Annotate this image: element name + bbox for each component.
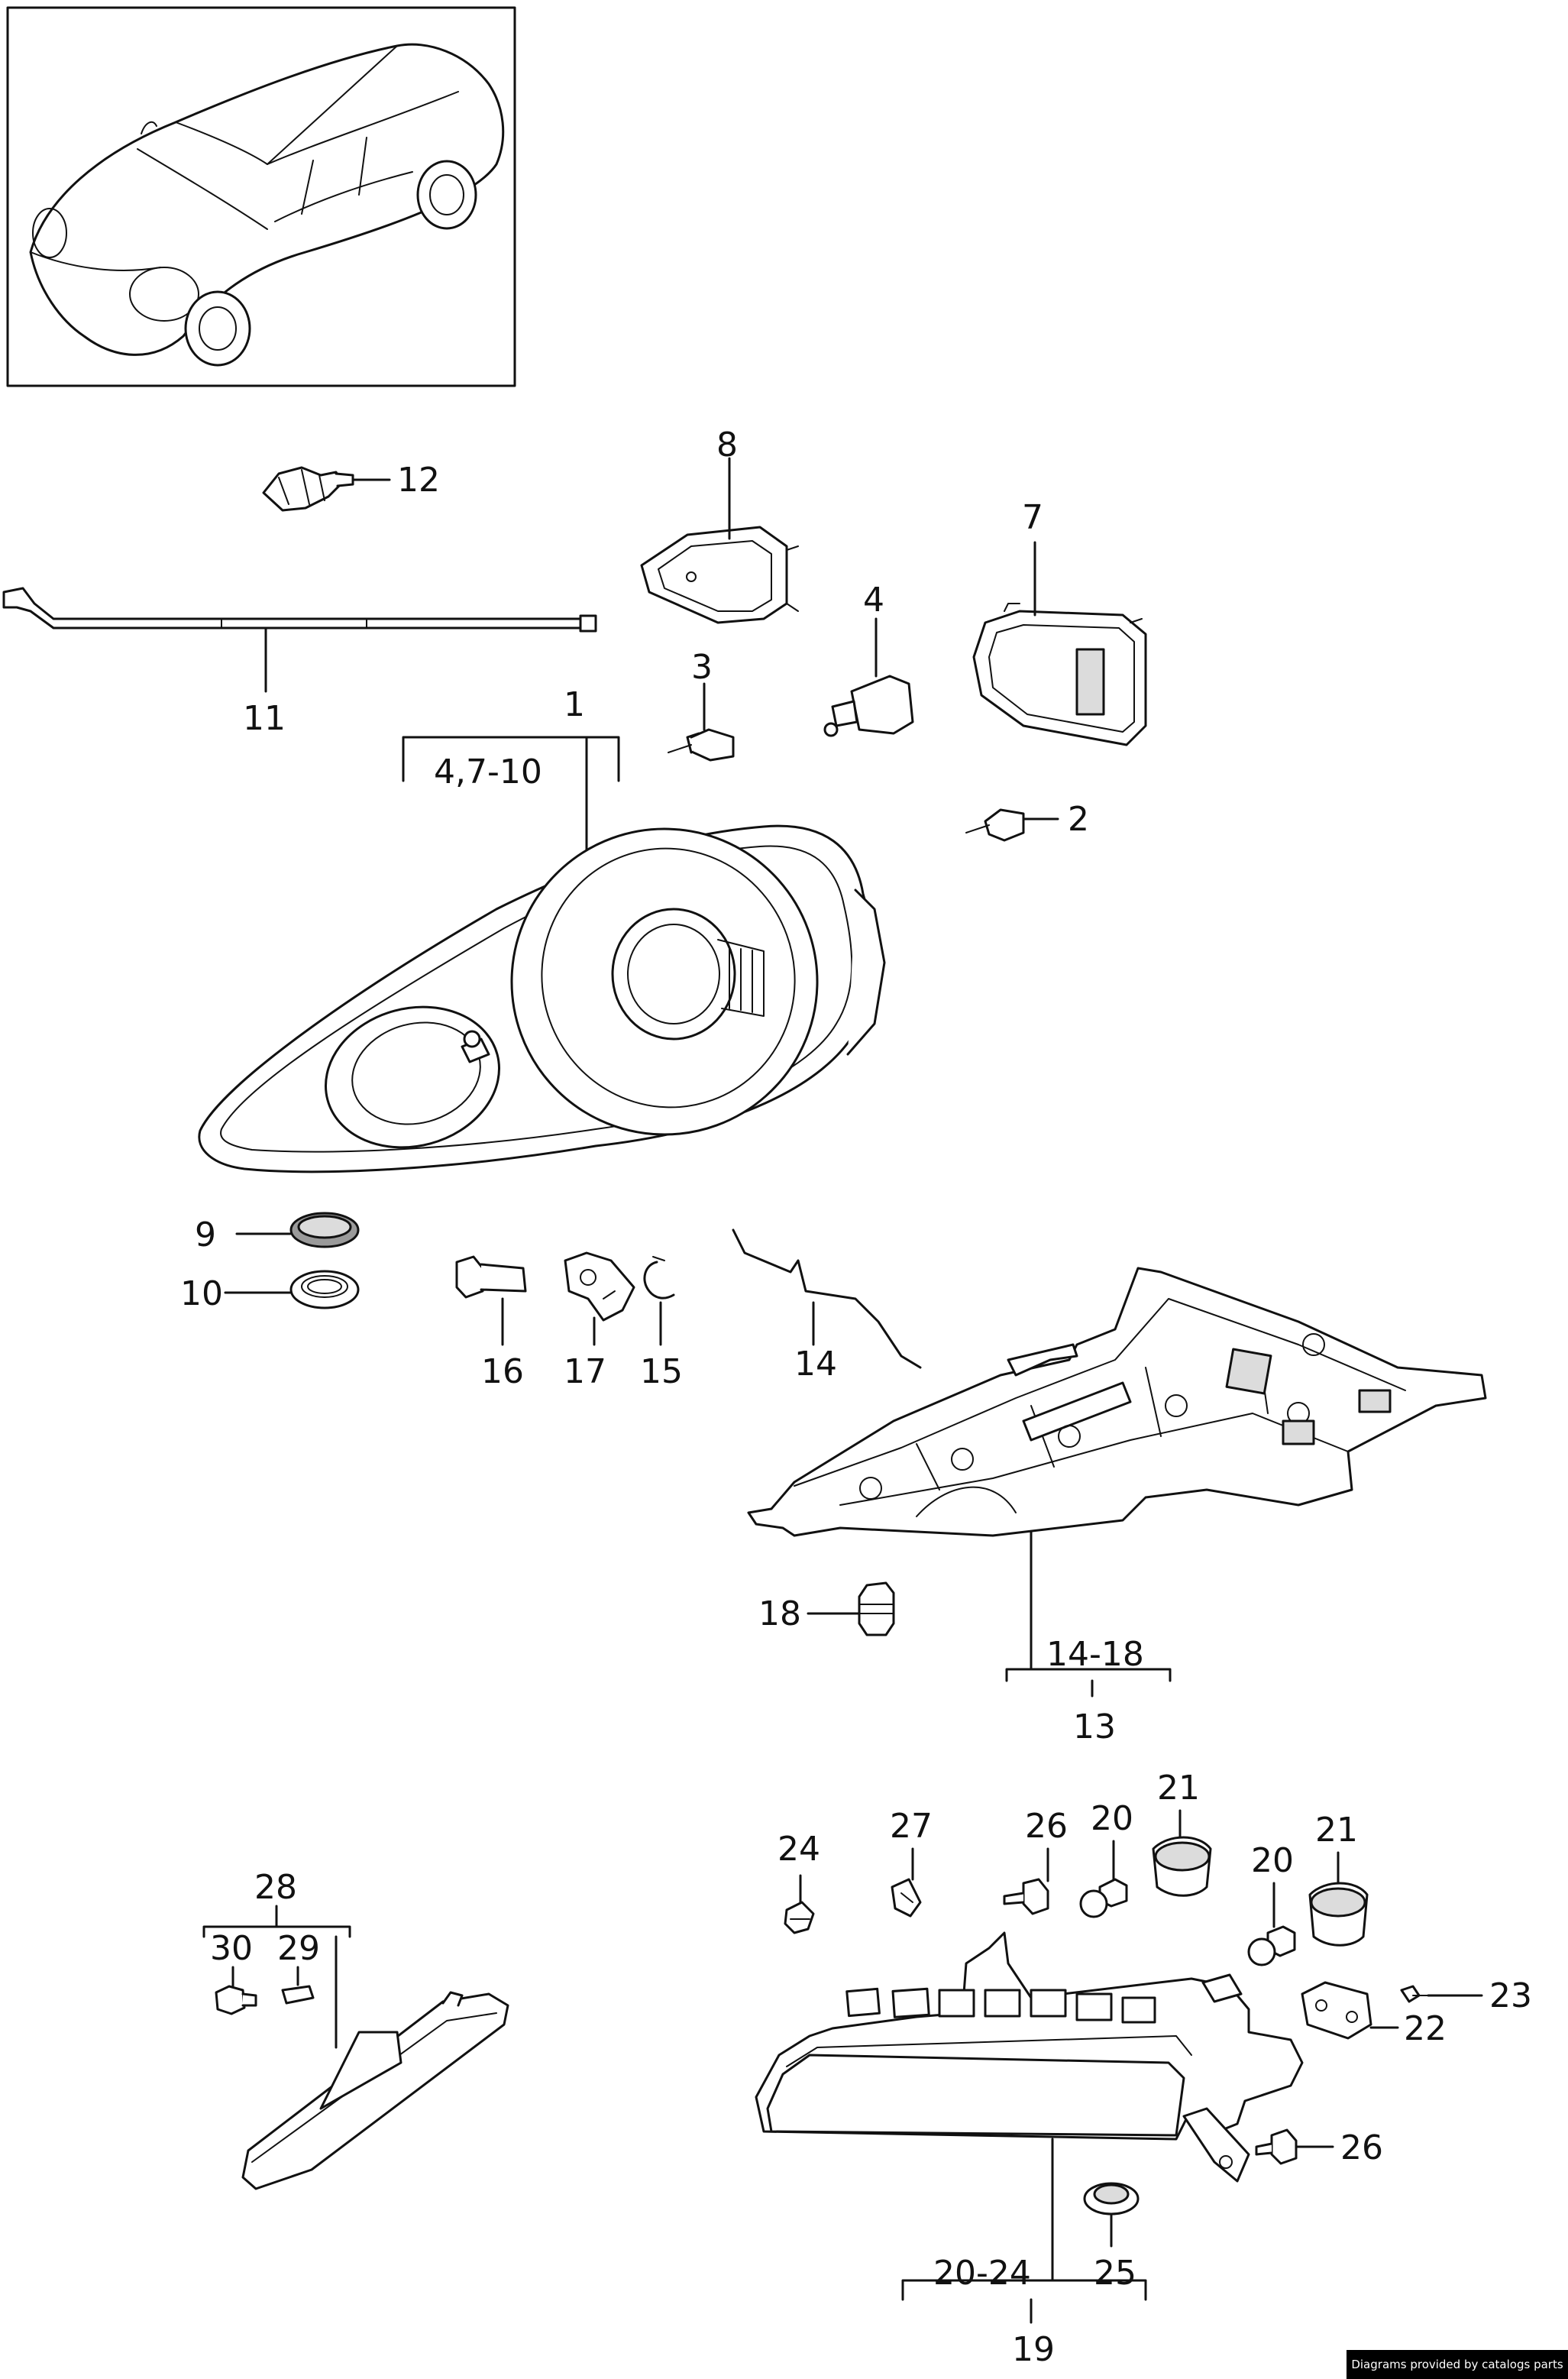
callout-24: 24	[778, 1830, 820, 1869]
callout-11: 11	[243, 699, 286, 738]
callout-20-right: 20	[1251, 1841, 1294, 1880]
callout-30: 30	[210, 1929, 253, 1968]
part-2-bulb: 2	[965, 800, 1089, 842]
part-1-headlight: 1 4,7-10	[198, 685, 886, 1173]
callout-29: 29	[277, 1929, 320, 1968]
callout-8: 8	[716, 426, 738, 464]
callout-15: 15	[640, 1352, 683, 1391]
callout-9: 9	[195, 1215, 216, 1254]
callout-20-top: 20	[1091, 1799, 1133, 1838]
part-20-bulb-right: 20	[1247, 1841, 1296, 1966]
callout-2: 2	[1068, 800, 1089, 839]
callout-16: 16	[481, 1352, 524, 1391]
part-9-cap: 9	[195, 1212, 360, 1254]
part-23-screw: 23	[1400, 1976, 1532, 2015]
callout-19: 19	[1012, 2330, 1055, 2369]
part-3-bulb: 3	[668, 648, 735, 762]
part-12-clip: 12	[262, 461, 440, 512]
callout-19-range-b: 25	[1094, 2254, 1136, 2293]
vehicle-overview	[6, 6, 516, 387]
callout-18: 18	[758, 1594, 801, 1633]
part-24-clip: 24	[778, 1830, 820, 1934]
callout-10: 10	[180, 1274, 223, 1313]
part-16-screw: 16	[455, 1255, 527, 1391]
part-17-bracket: 17	[564, 1251, 635, 1391]
part-8-holder: 8	[640, 426, 799, 624]
part-14-wire: 14	[732, 1228, 922, 1384]
callout-23: 23	[1489, 1976, 1532, 2015]
part-26-screw-top: 26	[1003, 1807, 1068, 1915]
part-19-lamp: 20-24 25 19	[755, 1931, 1304, 2369]
diagram-credit: Diagrams provided by catalogs parts	[1347, 2350, 1568, 2379]
callout-1-range: 4,7-10	[434, 753, 542, 791]
callout-17: 17	[564, 1352, 606, 1391]
part-4-bulb: 4	[823, 581, 914, 737]
callout-26-right: 26	[1340, 2128, 1383, 2167]
part-10-cap: 10	[180, 1270, 360, 1313]
part-15-clip: 15	[640, 1256, 683, 1391]
part-21-ring-top: 21	[1152, 1769, 1212, 1897]
part-13-bracket: 14-18 13	[747, 1267, 1487, 1746]
part-27-clip: 27	[890, 1807, 933, 1918]
callout-21-right: 21	[1315, 1811, 1358, 1850]
callout-13: 13	[1073, 1707, 1116, 1746]
callout-21-top: 21	[1157, 1769, 1200, 1808]
part-22-module: 22	[1301, 1981, 1447, 2048]
callout-14: 14	[794, 1345, 837, 1384]
callout-12: 12	[397, 461, 440, 500]
part-28-side-marker: 28 30 29	[202, 1868, 509, 2190]
part-18-plug: 18	[758, 1581, 895, 1636]
callout-3: 3	[691, 648, 713, 687]
callout-27: 27	[890, 1807, 933, 1846]
callout-26-top: 26	[1025, 1807, 1068, 1846]
callout-4: 4	[863, 581, 884, 620]
part-21-ring-right: 21	[1308, 1811, 1369, 1947]
part-11-cable: 11	[2, 587, 597, 738]
part-25-grommet	[1083, 2182, 1140, 2248]
part-20-bulb-top: 20	[1079, 1799, 1133, 1918]
callout-28: 28	[254, 1868, 297, 1907]
callout-22: 22	[1404, 2009, 1447, 2048]
callout-13-range: 14-18	[1046, 1635, 1144, 1674]
callout-7: 7	[1022, 498, 1043, 537]
part-26-screw-right: 26	[1255, 2128, 1383, 2167]
callout-19-range-a: 20-24	[933, 2254, 1031, 2293]
callout-1: 1	[564, 685, 585, 724]
part-7-cover: 7	[972, 498, 1147, 746]
